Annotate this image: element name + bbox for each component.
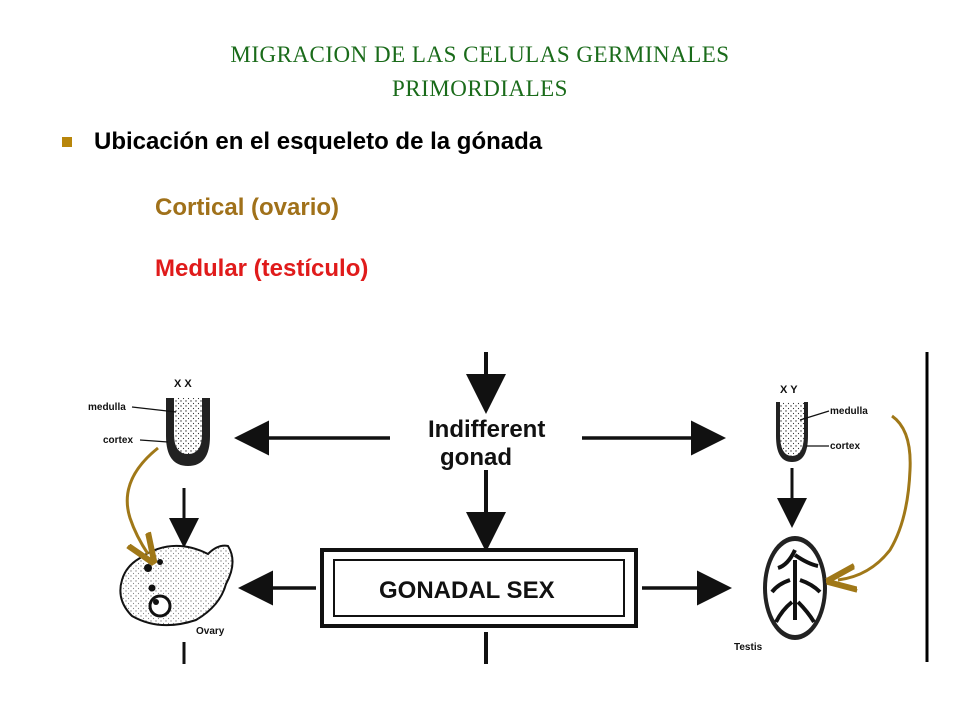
cortex-label-right: cortex <box>830 441 860 452</box>
gonadal-sex-inner-box <box>333 559 625 617</box>
medular-item: Medular (testículo) <box>155 255 369 282</box>
medulla-leader-left <box>131 406 177 413</box>
gonadal-sex-label: GONADAL SEX <box>379 577 555 604</box>
xy-label: X Y <box>780 384 798 396</box>
title-line-2: PRIMORDIALES <box>392 76 568 101</box>
cortical-item: Cortical (ovario) <box>155 194 340 221</box>
cortex-label-left: cortex <box>103 435 133 446</box>
gonad-differentiation-diagram: Indifferent gonad GONADAL SEX X X medull… <box>88 352 929 664</box>
xx-gonad <box>166 398 210 466</box>
testis-drawing <box>763 536 827 640</box>
migration-arrow-left <box>125 446 158 554</box>
bullet-text: Ubicación en el esqueleto de la gónada <box>94 128 543 155</box>
ovary-label: Ovary <box>196 626 225 637</box>
xx-label: X X <box>174 378 192 390</box>
bullet-square-icon <box>62 137 72 147</box>
testis-label: Testis <box>734 642 763 653</box>
medulla-label-right: medulla <box>830 406 868 417</box>
cortex-leader-left <box>139 439 169 443</box>
medulla-label-left: medulla <box>88 402 126 413</box>
slide-title: MIGRACION DE LAS CELULAS GERMINALES PRIM… <box>0 38 960 106</box>
medulla-leader-right <box>799 410 830 421</box>
indifferent-label: Indifferent <box>428 416 545 443</box>
gonad-label: gonad <box>440 444 512 471</box>
migration-arrow-right <box>838 414 912 580</box>
ovary-drawing <box>119 544 234 627</box>
xy-gonad <box>776 402 808 462</box>
gonadal-sex-box <box>320 548 638 628</box>
title-line-1: MIGRACION DE LAS CELULAS GERMINALES <box>230 42 730 67</box>
bullet-item: Ubicación en el esqueleto de la gónada <box>62 128 542 156</box>
